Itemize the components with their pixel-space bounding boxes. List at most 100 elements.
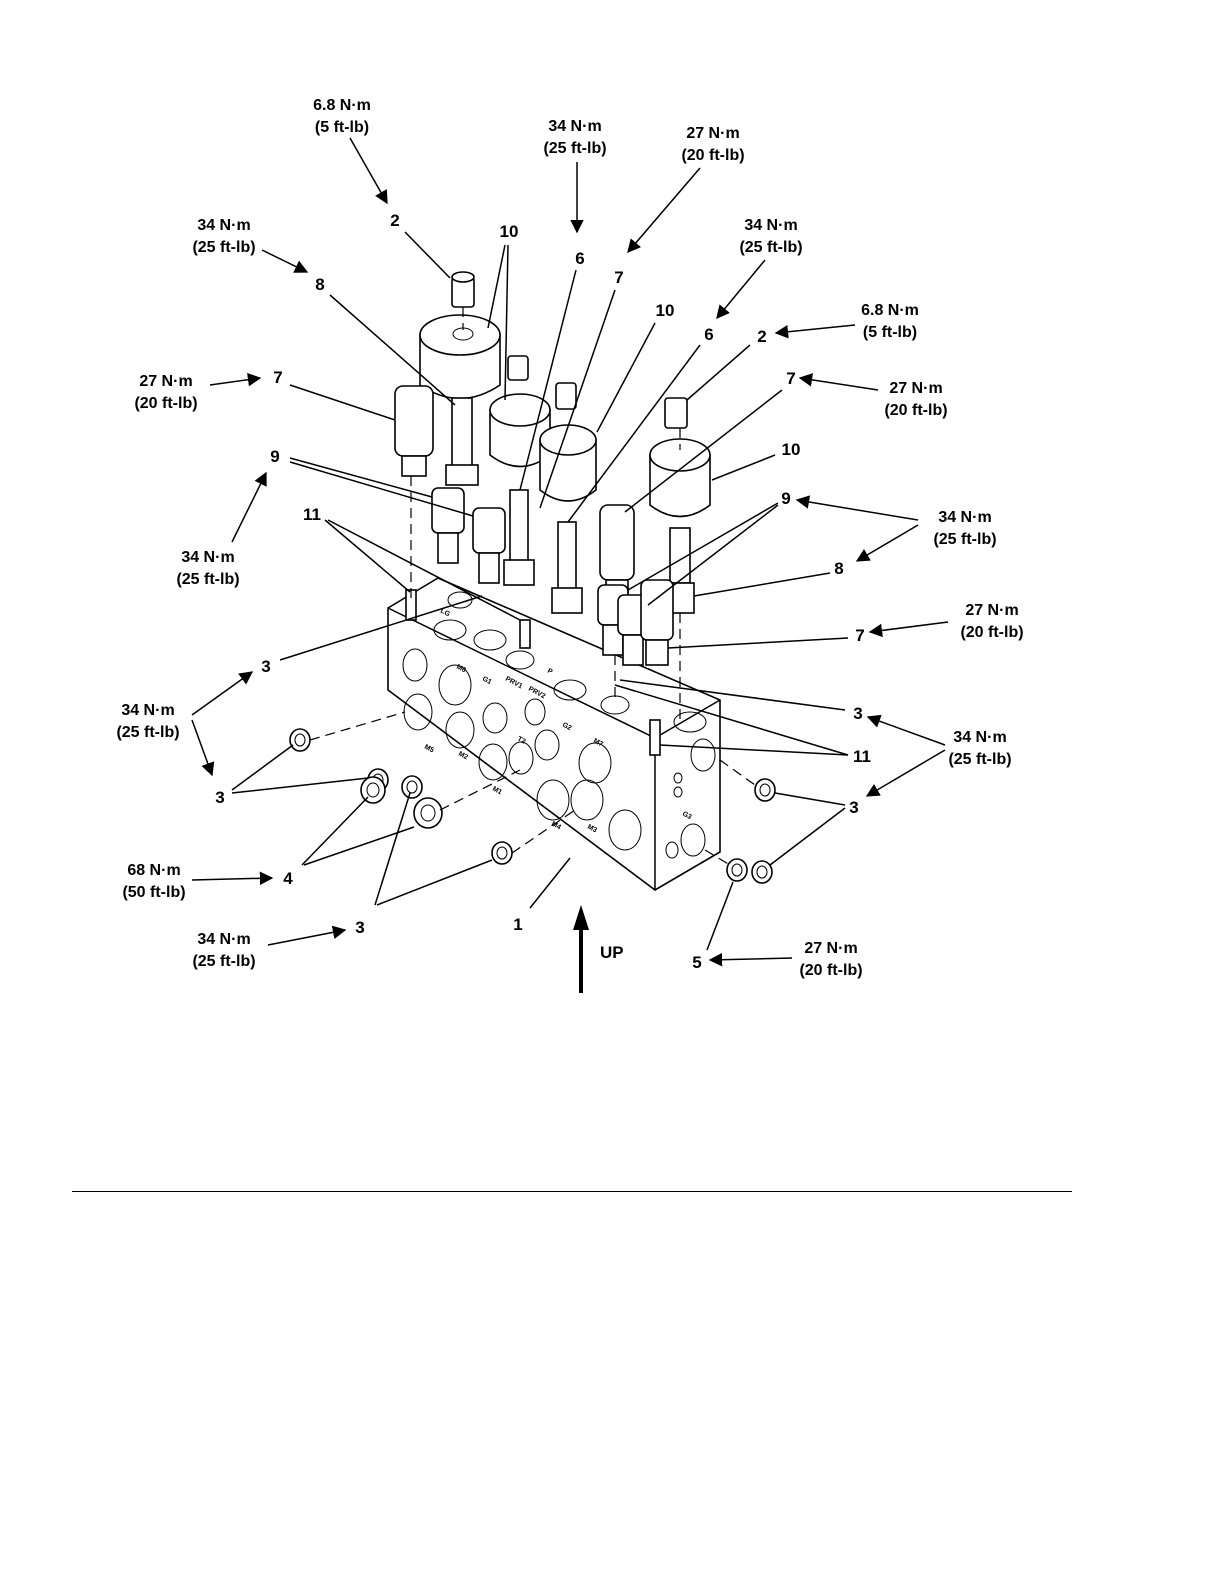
plug-right-3 xyxy=(751,860,773,884)
svg-text:(20 ft-lb): (20 ft-lb) xyxy=(884,402,947,419)
torque-label: 27 N·m (20 ft-lb) xyxy=(681,125,744,164)
callout-8: 8 xyxy=(834,559,843,578)
torque-label: 34 N·m (25 ft-lb) xyxy=(192,217,255,256)
plug-left-3 xyxy=(360,776,386,804)
torque-label: 34 N·m (25 ft-lb) xyxy=(933,509,996,548)
port-mark: LG xyxy=(439,608,451,619)
svg-text:(20 ft-lb): (20 ft-lb) xyxy=(681,147,744,164)
svg-text:34 N·m: 34 N·m xyxy=(121,702,174,719)
svg-text:(25 ft-lb): (25 ft-lb) xyxy=(176,571,239,588)
port-mark: M4 xyxy=(550,821,562,832)
torque-labels: 6.8 N·m (5 ft-lb) 34 N·m (25 ft-lb) 27 N·m… xyxy=(116,97,1023,979)
svg-text:(25 ft-lb): (25 ft-lb) xyxy=(192,953,255,970)
callout-9: 9 xyxy=(781,489,790,508)
port-mark: M6 xyxy=(455,664,467,675)
check-valve-9a xyxy=(431,487,465,564)
svg-text:(20 ft-lb): (20 ft-lb) xyxy=(960,624,1023,641)
port-mark: M5 xyxy=(423,744,435,755)
plug-right-1 xyxy=(754,778,776,802)
valve-stem-6-left xyxy=(503,489,535,586)
relief-valve-left xyxy=(394,385,434,477)
svg-text:(25 ft-lb): (25 ft-lb) xyxy=(116,724,179,741)
plugs xyxy=(289,711,776,884)
torque-label: 27 N·m (20 ft-lb) xyxy=(134,373,197,412)
callout-7: 7 xyxy=(786,369,795,388)
plug-bottom xyxy=(491,841,513,865)
callout-3: 3 xyxy=(215,788,224,807)
callout-3: 3 xyxy=(355,918,364,937)
svg-text:68 N·m: 68 N·m xyxy=(127,862,180,879)
svg-text:(20 ft-lb): (20 ft-lb) xyxy=(799,962,862,979)
svg-text:34 N·m: 34 N·m xyxy=(938,509,991,526)
torque-label: 27 N·m (20 ft-lb) xyxy=(960,602,1023,641)
page-divider xyxy=(72,1191,1072,1192)
up-arrow: UP xyxy=(573,905,624,993)
port-mark: G2 xyxy=(561,722,573,733)
callout-7: 7 xyxy=(855,626,864,645)
torque-label: 34 N·m (25 ft-lb) xyxy=(176,549,239,588)
plug-right-2 xyxy=(726,858,748,882)
torque-label: 34 N·m (25 ft-lb) xyxy=(116,702,179,741)
torque-label: 34 N·m(25 ft-lb) xyxy=(543,118,606,157)
svg-text:34 N·m: 34 N·m xyxy=(181,549,234,566)
torque-label: 6.8 N·m (5 ft-lb) xyxy=(861,302,919,341)
up-label: UP xyxy=(600,943,624,962)
port-mark: T2 xyxy=(516,736,527,746)
callout-8: 8 xyxy=(315,275,324,294)
svg-text:27 N·m: 27 N·m xyxy=(686,125,739,142)
callout-7: 7 xyxy=(614,268,623,287)
solenoid-coil-right-center xyxy=(539,424,597,502)
solenoid-nut-right xyxy=(664,397,688,429)
callout-5: 5 xyxy=(692,953,701,972)
svg-text:27 N·m: 27 N·m xyxy=(139,373,192,390)
callout-6: 6 xyxy=(575,249,584,268)
solenoid-coil-right xyxy=(649,438,711,518)
callout-6: 6 xyxy=(704,325,713,344)
solenoid-nut-left xyxy=(451,271,475,308)
callout-10: 10 xyxy=(782,440,801,459)
torque-label: 34 N·m(25 ft-lb) xyxy=(739,217,802,256)
svg-text:27 N·m: 27 N·m xyxy=(965,602,1018,619)
callout-3: 3 xyxy=(853,704,862,723)
port-mark: M3 xyxy=(586,824,598,835)
port-mark: P xyxy=(546,668,554,677)
check-valve-9b xyxy=(472,507,506,584)
plug-left-5 xyxy=(413,797,443,829)
torque-label: 6.8 N·m (5 ft-lb) xyxy=(313,97,371,136)
svg-text:(25 ft-lb): (25 ft-lb) xyxy=(192,239,255,256)
callout-7: 7 xyxy=(273,368,282,387)
svg-text:(25 ft-lb): (25 ft-lb) xyxy=(739,239,802,256)
svg-text:34 N·m: 34 N·m xyxy=(197,217,250,234)
svg-text:(25 ft-lb): (25 ft-lb) xyxy=(543,140,606,157)
plug-left-1 xyxy=(289,728,311,752)
callout-11: 11 xyxy=(303,505,321,524)
svg-text:6.8 N·m: 6.8 N·m xyxy=(313,97,371,114)
plug-left-4 xyxy=(401,775,423,799)
valve-components xyxy=(394,271,711,756)
svg-text:(25 ft-lb): (25 ft-lb) xyxy=(933,531,996,548)
callout-2: 2 xyxy=(390,211,399,230)
valve-stem-6-right xyxy=(551,521,583,614)
callout-11: 11 xyxy=(853,747,871,766)
svg-text:(5 ft-lb): (5 ft-lb) xyxy=(863,324,917,341)
svg-text:27 N·m: 27 N·m xyxy=(804,940,857,957)
svg-text:6.8 N·m: 6.8 N·m xyxy=(861,302,919,319)
torque-label: 34 N·m (25 ft-lb) xyxy=(192,931,255,970)
torque-label: 34 N·m(25 ft-lb) xyxy=(948,729,1011,768)
svg-text:(5 ft-lb): (5 ft-lb) xyxy=(315,119,369,136)
port-mark: M7 xyxy=(592,738,604,749)
svg-text:34 N·m: 34 N·m xyxy=(197,931,250,948)
callout-3: 3 xyxy=(261,657,270,676)
solenoid-coil-left xyxy=(419,314,501,400)
svg-text:(25 ft-lb): (25 ft-lb) xyxy=(948,751,1011,768)
leader-lines xyxy=(191,137,949,967)
svg-text:(20 ft-lb): (20 ft-lb) xyxy=(134,395,197,412)
torque-label: 27 N·m (20 ft-lb) xyxy=(884,380,947,419)
svg-text:27 N·m: 27 N·m xyxy=(889,380,942,397)
svg-text:(50 ft-lb): (50 ft-lb) xyxy=(122,884,185,901)
callout-10: 10 xyxy=(500,222,519,241)
callout-10: 10 xyxy=(656,301,675,320)
port-mark: M2 xyxy=(457,751,469,762)
callout-3: 3 xyxy=(849,798,858,817)
nut-center xyxy=(507,355,529,381)
